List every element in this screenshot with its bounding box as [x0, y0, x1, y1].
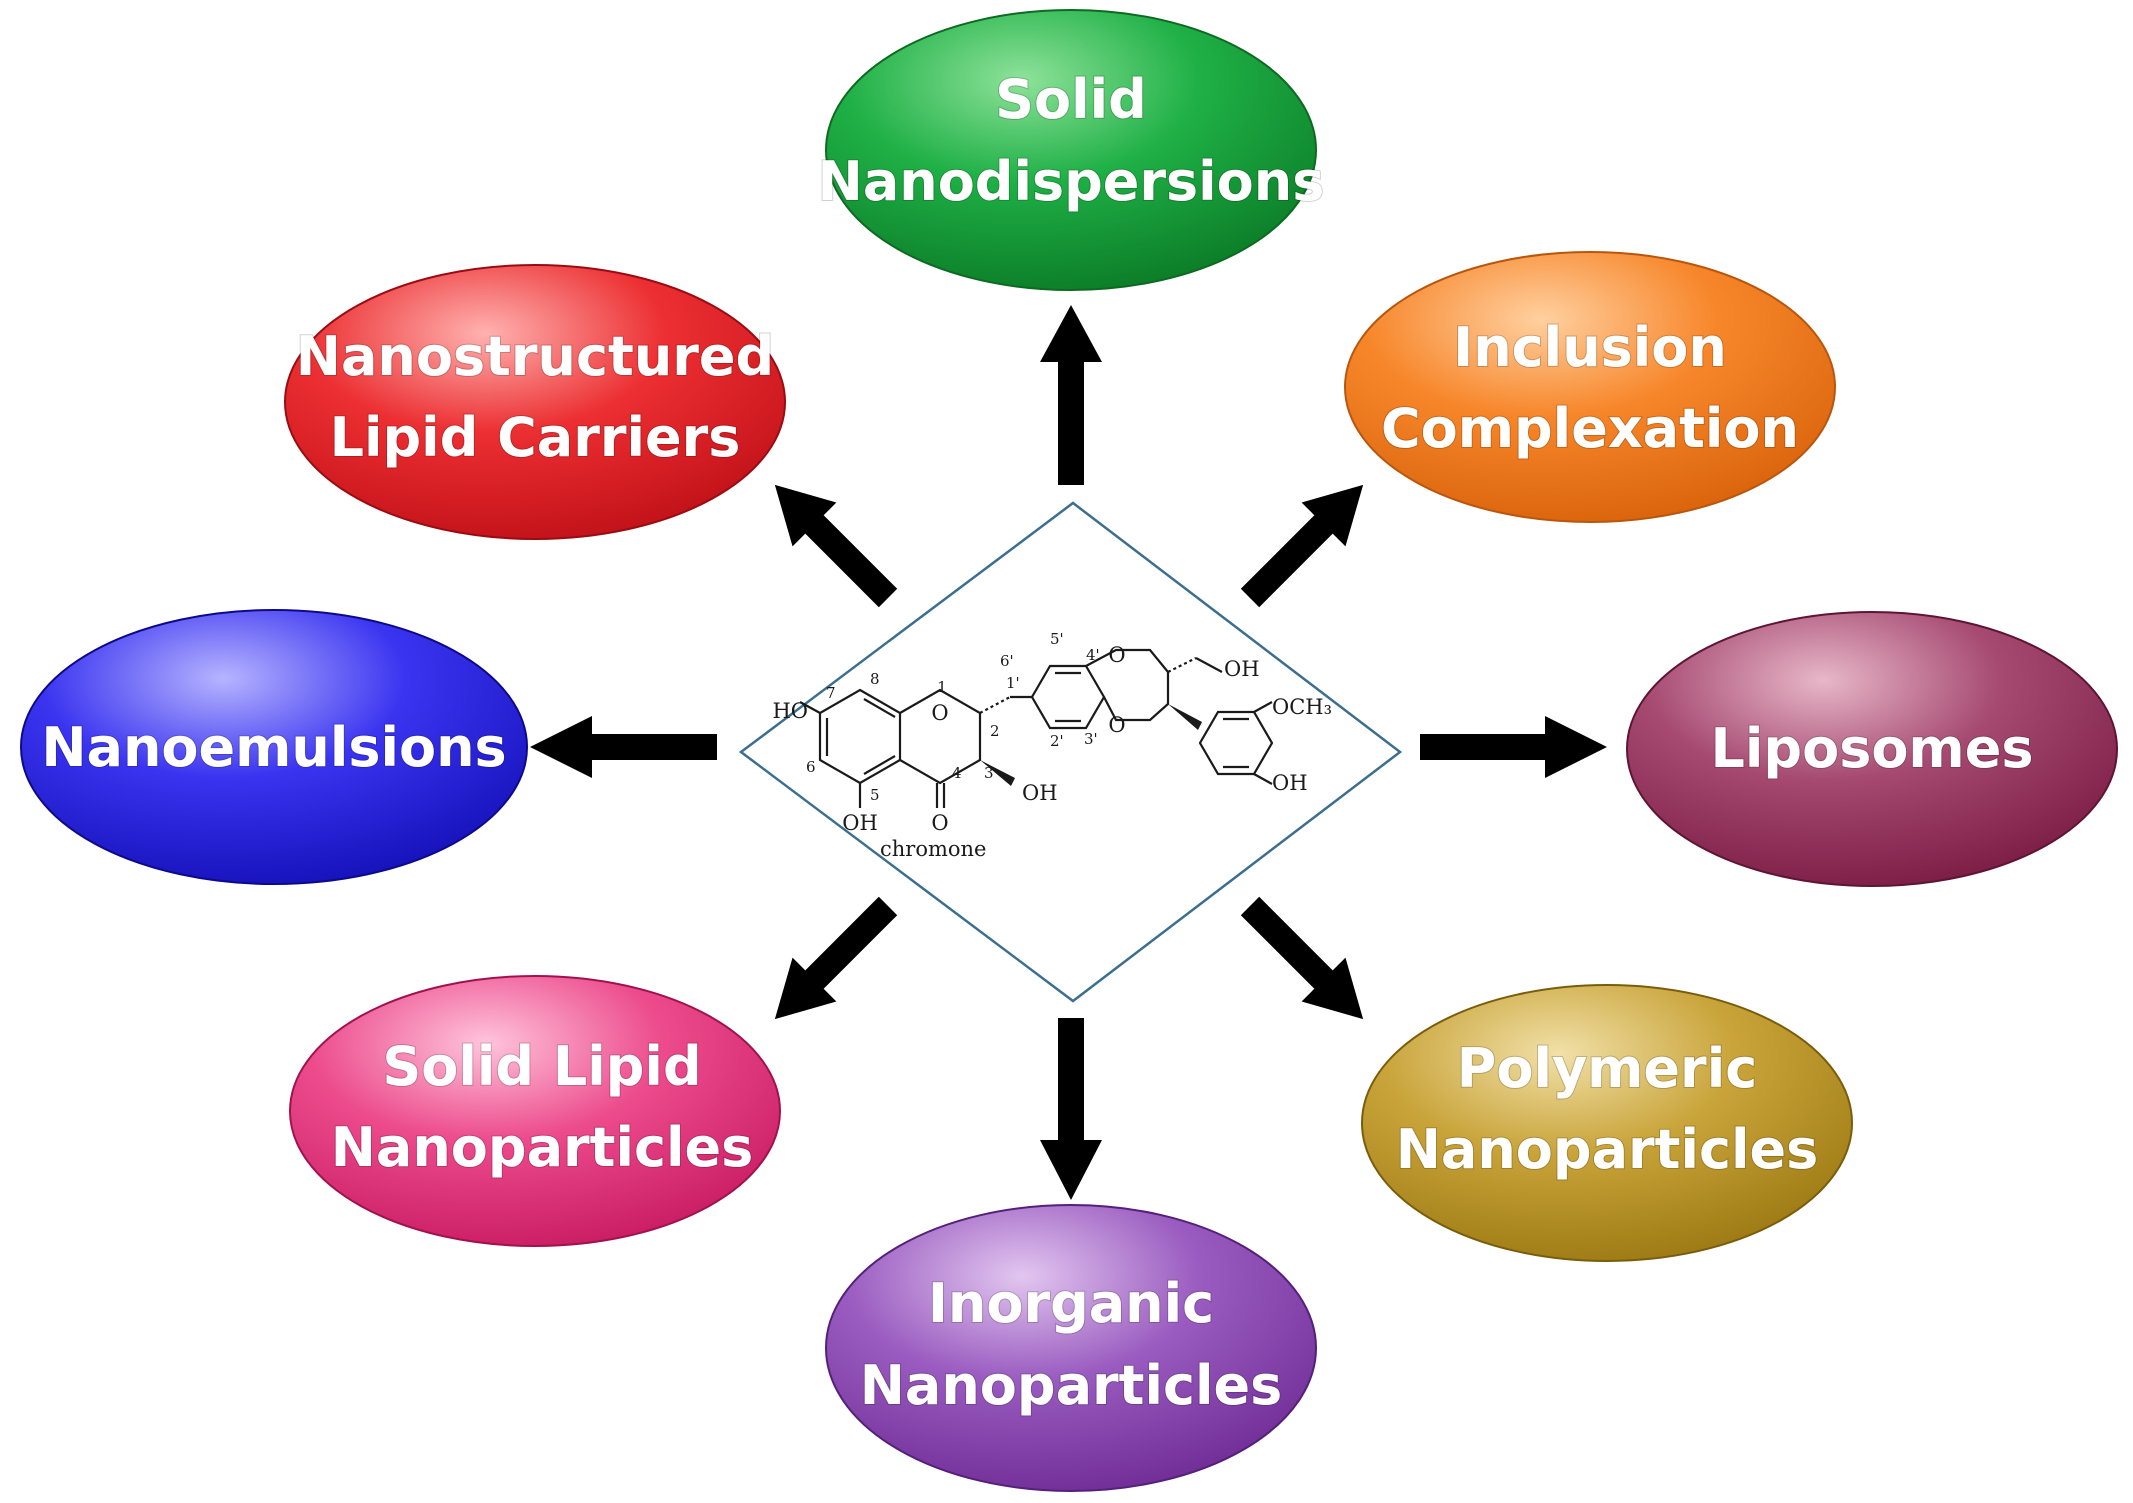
node-label-line: Nanoparticles — [1396, 1118, 1819, 1181]
ring-o1-label: O — [931, 701, 948, 725]
arrow-down — [1040, 1018, 1102, 1200]
atom-number: 5 — [870, 786, 880, 804]
node-solid-nanodispersions: Solid Nanodispersions — [817, 9, 1325, 291]
ho-label: HO — [772, 699, 808, 723]
node-label-line: Inorganic — [928, 1272, 1214, 1335]
node-label-line: Inclusion — [1453, 316, 1727, 379]
atom-number: 3 — [984, 764, 994, 782]
dioxane-o-bottom-label: O — [1108, 713, 1125, 737]
node-inclusion-complexation: Inclusion Complexation — [1344, 251, 1836, 523]
node-label-line: Nanodispersions — [818, 150, 1325, 213]
node-inorganic-nanoparticles: Inorganic Nanoparticles — [825, 1204, 1317, 1492]
center-diamond — [738, 501, 1403, 1003]
node-label-line: Complexation — [1381, 397, 1799, 460]
atom-number: 4' — [1086, 646, 1100, 664]
node-label-line: Polymeric — [1457, 1037, 1757, 1100]
methoxy-label: OCH₃ — [1272, 695, 1332, 719]
arrow-right — [1420, 716, 1607, 778]
node-nanostructured-lipid-carriers: Nanostructured Lipid Carriers — [284, 264, 786, 540]
node-label-line: Nanoemulsions — [41, 716, 506, 779]
node-label-line: Solid — [995, 68, 1147, 131]
atom-number: 4 — [952, 764, 962, 782]
atom-number: 2 — [990, 722, 1000, 740]
node-label-line: Nanostructured — [296, 325, 774, 388]
arrow-down-left — [774, 896, 898, 1020]
arrow-down-right — [1240, 896, 1364, 1020]
node-polymeric-nanoparticles: Polymeric Nanoparticles — [1361, 984, 1853, 1262]
arrow-left — [530, 716, 717, 778]
node-solid-lipid-nanoparticles: Solid Lipid Nanoparticles — [289, 975, 781, 1247]
node-label-line: Liposomes — [1711, 717, 2034, 780]
node-label-line: Nanoparticles — [331, 1116, 754, 1179]
chromone-structure: HO OH O OH O O O OH OCH₃ OH 1 2 3 4 5 6 … — [772, 630, 1332, 861]
atom-number: 8 — [870, 670, 880, 688]
atom-number: 7 — [826, 684, 836, 702]
oh-c3-label: OH — [1022, 781, 1058, 805]
atom-number: 1' — [1006, 674, 1020, 692]
atom-number: 3' — [1084, 730, 1098, 748]
atom-number: 6' — [1000, 652, 1014, 670]
aryl-oh-label: OH — [1272, 771, 1308, 795]
arrow-up-right — [1240, 484, 1364, 608]
node-label-line: Lipid Carriers — [330, 406, 741, 469]
node-nanoemulsions: Nanoemulsions — [20, 609, 528, 885]
chromone-caption: chromone — [880, 837, 986, 861]
atom-number: 5' — [1050, 630, 1064, 648]
atom-number: 6 — [806, 758, 816, 776]
ch2oh-label: OH — [1224, 657, 1260, 681]
oh-c5-label: OH — [842, 811, 878, 835]
node-label-line: Solid Lipid — [382, 1035, 701, 1098]
arrow-up — [1040, 305, 1102, 485]
arrow-up-left — [774, 484, 898, 608]
atom-number: 1 — [937, 678, 947, 696]
arrows — [530, 305, 1607, 1200]
dioxane-o-top-label: O — [1108, 643, 1125, 667]
node-liposomes: Liposomes — [1626, 611, 2118, 887]
ketone-o-label: O — [931, 811, 948, 835]
atom-number: 2' — [1050, 732, 1064, 750]
node-label-line: Nanoparticles — [860, 1354, 1283, 1417]
